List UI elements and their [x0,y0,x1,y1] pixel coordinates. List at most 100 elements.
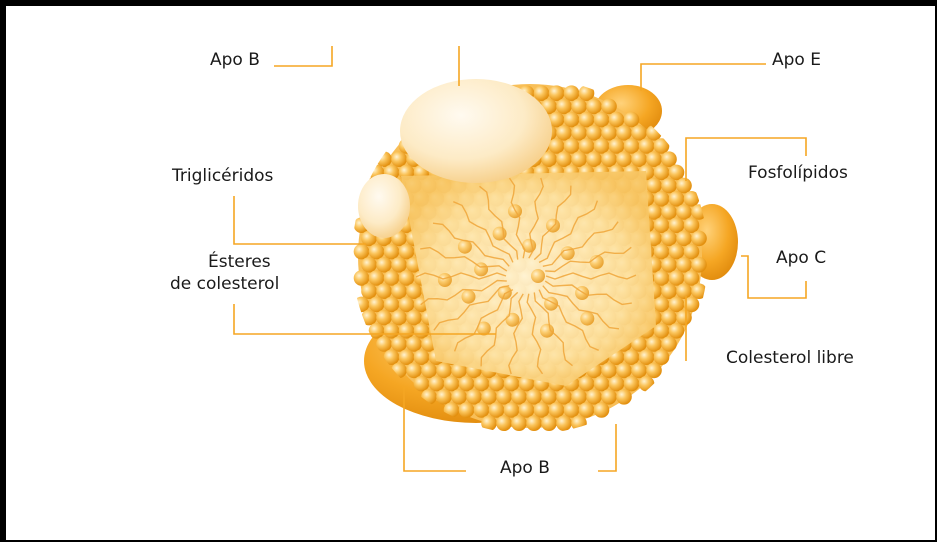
phospholipid-ball [639,138,655,154]
phospholipid-ball [639,376,655,392]
phospholipid-ball [586,389,602,405]
phospholipid-ball [511,415,527,431]
phospholipid-ball [429,376,445,392]
phospholipid-ball [376,151,392,167]
phospholipid-ball [579,376,595,392]
phospholipid-ball [556,389,572,405]
phospholipid-ball [406,336,422,352]
apo-b-pale-protein-shape [400,79,552,183]
phospholipid-ball [384,323,400,339]
phospholipid-ball [504,402,520,418]
phospholipid-ball [684,191,700,207]
label-apo-c: Apo C [776,248,826,269]
phospholipid-ball [399,244,415,260]
phospholipid-ball [669,270,685,286]
phospholipid-ball [609,112,625,128]
phospholipid-ball [669,323,685,339]
phospholipid-ball [549,138,565,154]
phospholipid-ball [556,151,572,167]
phospholipid-ball [579,85,595,101]
phospholipid-ball [474,402,490,418]
phospholipid-ball [631,151,647,167]
phospholipid-ball [669,191,685,207]
phospholipid-ball [631,125,647,141]
phospholipid-ball [654,217,670,233]
phospholipid-ball [361,283,377,299]
phospholipid-ball [459,402,475,418]
phospholipid-ball [564,85,580,101]
phospholipid-ball [369,244,385,260]
label-fosfolipidos: Fosfolípidos [748,163,848,184]
core-ball [462,290,476,304]
phospholipid-ball [646,363,662,379]
phospholipid-ball [369,270,385,286]
core-ball [506,313,520,327]
phospholipid-ball [601,363,617,379]
phospholipid-ball [676,257,692,273]
phospholipid-ball [676,178,692,194]
leader-trigliceridos [234,196,366,244]
phospholipid-ball [571,389,587,405]
phospholipid-ball [676,231,692,247]
phospholipid-ball [474,376,490,392]
phospholipid-ball [661,283,677,299]
phospholipid-ball [661,231,677,247]
phospholipid-ball [376,283,392,299]
phospholipid-ball [376,257,392,273]
phospholipid-ball [646,336,662,352]
phospholipid-ball [414,376,430,392]
phospholipid-ball [616,389,632,405]
phospholipid-ball [624,349,640,365]
phospholipid-ball [586,125,602,141]
phospholipid-ball [676,283,692,299]
phospholipid-ball [354,297,370,313]
phospholipid-ball [489,402,505,418]
phospholipid-ball [594,376,610,392]
phospholipid-ball [601,151,617,167]
phospholipid-ball [616,363,632,379]
phospholipid-ball [481,415,497,431]
phospholipid-ball [654,349,670,365]
phospholipid-ball [406,283,422,299]
phospholipid-ball [556,99,572,115]
phospholipid-ball [661,257,677,273]
phospholipid-ball [669,165,685,181]
phospholipid-ball [541,389,557,405]
phospholipid-ball [391,151,407,167]
phospholipid-ball [534,402,550,418]
label-apo-e: Apo E [772,50,821,71]
phospholipid-ball [601,125,617,141]
phospholipid-ball [391,336,407,352]
phospholipid-ball [489,376,505,392]
phospholipid-ball [451,389,467,405]
label-apo-b-top: Apo B [210,50,260,71]
phospholipid-ball [646,151,662,167]
small-pale-protein-shape [358,174,410,238]
phospholipid-ball [459,376,475,392]
core-ball [546,219,560,233]
phospholipid-ball [406,363,422,379]
label-apo-b-bottom: Apo B [500,458,550,479]
phospholipid-ball [594,112,610,128]
phospholipid-ball [361,310,377,326]
phospholipid-ball [654,270,670,286]
core-ball [580,312,594,326]
phospholipid-ball [676,310,692,326]
core-ball [531,269,545,283]
phospholipid-ball [609,138,625,154]
leader-apo-b-bottom-right [598,424,616,471]
phospholipid-ball [399,323,415,339]
phospholipid-ball [414,323,430,339]
lipoprotein-diagram [6,6,937,546]
phospholipid-ball [534,85,550,101]
phospholipid-ball [669,217,685,233]
phospholipid-ball [624,376,640,392]
phospholipid-ball [601,99,617,115]
phospholipid-ball [526,415,542,431]
phospholipid-ball [691,257,707,273]
phospholipid-ball [384,297,400,313]
phospholipid-ball [691,231,707,247]
phospholipid-ball [616,125,632,141]
phospholipid-ball [684,270,700,286]
phospholipid-ball [496,389,512,405]
